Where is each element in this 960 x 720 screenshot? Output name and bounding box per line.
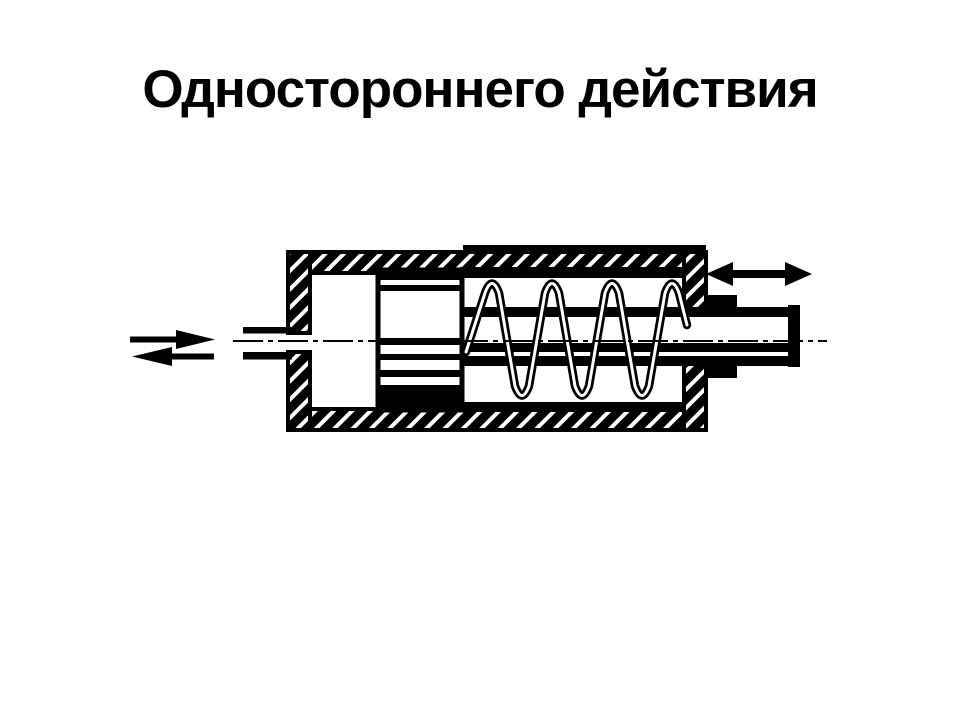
spring-chamber-bottom-line (460, 402, 686, 412)
piston-seal-ring (380, 272, 460, 280)
cylinder-wall-right-lower (682, 362, 708, 432)
spring-coil-core (464, 282, 689, 397)
spring-chamber-top-line (460, 267, 686, 278)
port-wall-bottom (243, 352, 292, 360)
port-wall-top (243, 327, 292, 334)
flow-out-arrow-icon (132, 347, 214, 366)
rod-gland-boss-bottom (706, 365, 737, 378)
return-spring (461, 279, 692, 400)
rod-travel-arrow-icon (706, 262, 812, 286)
inlet-port (243, 327, 292, 360)
piston-seal-ring (380, 354, 460, 360)
flow-direction-arrows (130, 330, 215, 366)
rod-top-edge (462, 307, 798, 317)
piston-base-block (380, 385, 460, 408)
piston-seal-ring (380, 370, 460, 377)
cylinder-top-edge-line (463, 245, 706, 250)
rod-end-cap (788, 305, 800, 367)
cylinder-wall-left-upper (286, 250, 312, 335)
piston-seal-ring (380, 285, 460, 291)
cylinder-wall-right-upper (682, 250, 708, 311)
cylinder-wall-left-lower (286, 350, 312, 432)
rod-gland-boss-top (706, 295, 737, 308)
slide-title: Одностороннего действия (142, 60, 818, 119)
cylinder-wall-bottom (286, 407, 708, 432)
flow-in-arrow-icon (130, 330, 215, 349)
